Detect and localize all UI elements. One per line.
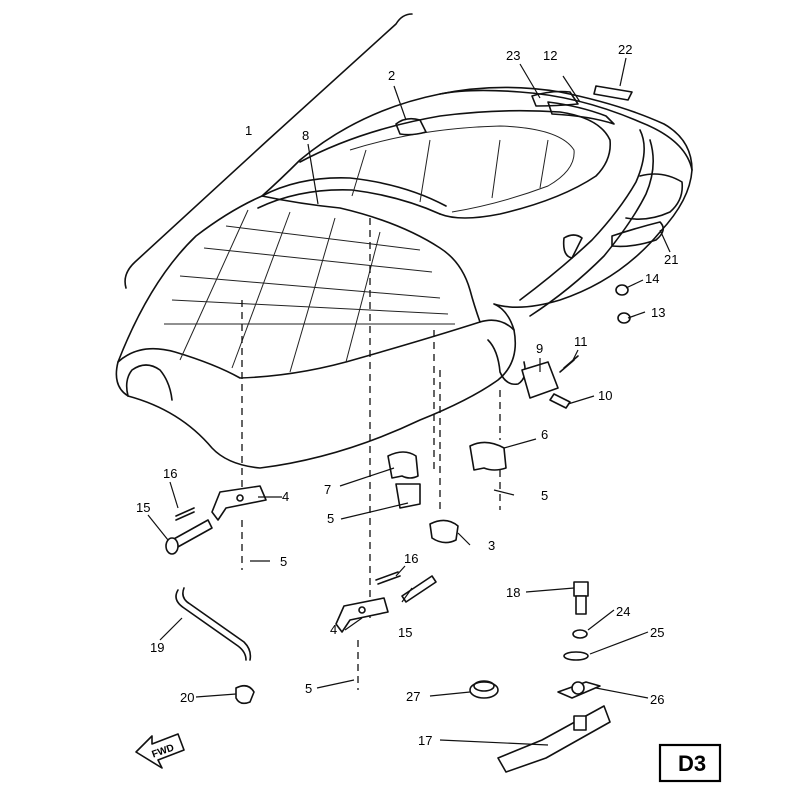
diagram-code-box: D3 (658, 743, 722, 783)
assembly-guide-lines (241, 218, 501, 690)
grommet-27 (469, 680, 499, 699)
callout-21: 21 (664, 252, 678, 267)
callout-22: 22 (618, 42, 632, 57)
callout-5-center-upper: 5 (327, 511, 334, 526)
bolt-10-11 (549, 355, 579, 409)
seat-assembly (115, 85, 693, 469)
clip-16-center (375, 571, 401, 585)
bracket-17 (497, 705, 611, 773)
callout-19: 19 (150, 640, 164, 655)
callout-14: 14 (645, 271, 659, 286)
callout-17: 17 (418, 733, 432, 748)
callout-1: 1 (245, 123, 252, 138)
callout-12: 12 (543, 48, 557, 63)
clip-16-left (175, 507, 195, 521)
callout-20: 20 (180, 690, 194, 705)
callout-13: 13 (651, 305, 665, 320)
callout-10: 10 (598, 388, 612, 403)
callout-5-center-lower: 5 (305, 681, 312, 696)
callout-24: 24 (616, 604, 630, 619)
callout-3: 3 (488, 538, 495, 553)
bolt-18 (573, 581, 589, 615)
hinge-bracket-left (211, 485, 267, 521)
callout-2: 2 (388, 68, 395, 83)
callout-16-left: 16 (163, 466, 177, 481)
bracket-9 (521, 361, 559, 399)
seat-bracket-6 (469, 441, 507, 471)
callout-4-left: 4 (282, 489, 289, 504)
nut-13-14 (615, 284, 631, 324)
pin-15-center (401, 575, 437, 603)
callout-15-left: 15 (136, 500, 150, 515)
assembly-bracket (124, 13, 413, 289)
hinge-bracket-center (335, 597, 389, 633)
washer-24 (572, 629, 588, 639)
rod-19 (175, 587, 252, 661)
leader-lines (147, 57, 671, 746)
callout-9: 9 (536, 341, 543, 356)
callout-11: 11 (574, 334, 588, 349)
callout-8: 8 (302, 128, 309, 143)
callout-6: 6 (541, 427, 548, 442)
callout-27: 27 (406, 689, 420, 704)
callout-5-right: 5 (541, 488, 548, 503)
callout-5-left: 5 (280, 554, 287, 569)
callout-4-center: 4 (330, 622, 337, 637)
damper-3 (429, 519, 459, 544)
callout-15-center: 15 (398, 625, 412, 640)
clamp-20 (235, 684, 255, 705)
diagram-code: D3 (678, 751, 706, 776)
callout-26: 26 (650, 692, 664, 707)
callout-18: 18 (506, 585, 520, 600)
callout-23: 23 (506, 48, 520, 63)
callout-7: 7 (324, 482, 331, 497)
callout-25: 25 (650, 625, 664, 640)
forward-arrow-icon: FWD (135, 733, 185, 769)
lock-26 (557, 681, 601, 699)
plate-25 (563, 651, 589, 661)
seat-bracket-7 (387, 451, 421, 509)
callout-16-center: 16 (404, 551, 418, 566)
callouts: 1 2 3 4 4 5 5 5 5 6 7 8 9 10 11 12 13 14… (136, 42, 678, 748)
pin-15-left (165, 519, 213, 555)
